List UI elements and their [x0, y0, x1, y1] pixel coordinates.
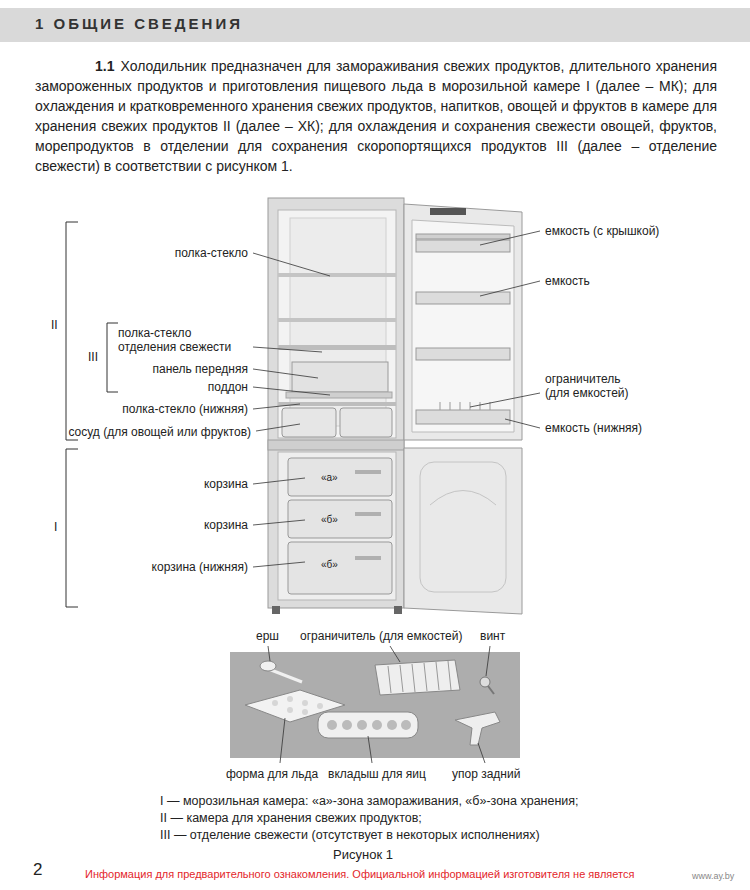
section-numeral: I — [54, 520, 57, 534]
part-label: полка-стекло отделения свежести — [118, 326, 248, 355]
zone-mark: «а» — [321, 472, 338, 484]
part-label: емкость (нижняя) — [545, 421, 642, 435]
accessory-label: ерш — [256, 629, 279, 643]
part-label: корзина — [204, 518, 248, 532]
figure-caption: Рисунок 1 — [263, 847, 463, 863]
accessory-label: форма для льда — [226, 767, 318, 781]
bracket — [66, 222, 118, 607]
clause-number: 1.1 — [95, 58, 114, 74]
accessory-label: упор задний — [452, 767, 520, 781]
paragraph-text: Холодильник предназначен для замораживан… — [35, 58, 717, 174]
accessory-label: винт — [480, 629, 505, 643]
part-label: поддон — [208, 380, 248, 394]
leader-line — [253, 231, 540, 763]
part-label: корзина (нижняя) — [152, 560, 248, 574]
paragraph: 1.1Холодильник предназначен для заморажи… — [35, 56, 717, 176]
part-label: емкость — [545, 274, 590, 288]
section-numeral: II — [51, 318, 58, 332]
legend-line: I — морозильная камера: «а»-зона замораж… — [160, 794, 579, 809]
part-label: полка-стекло — [175, 246, 248, 260]
part-label: емкость (с крышкой) — [545, 224, 659, 238]
header-band — [0, 8, 750, 42]
legend-line: II — камера для хранения свежих продукто… — [160, 811, 422, 826]
fridge-door — [404, 204, 522, 614]
accessory-label: ограничитель (для емкостей) — [300, 629, 462, 643]
part-label: сосуд (для овощей или фруктов) — [68, 425, 251, 439]
part-label: полка-стекло (нижняя) — [122, 402, 248, 416]
part-label: корзина — [204, 477, 248, 491]
legend-line: III — отделение свежести (отсутствует в … — [160, 828, 540, 843]
zone-mark: «б» — [321, 559, 338, 571]
section-heading: 1 ОБЩИЕ СВЕДЕНИЯ — [35, 15, 243, 33]
page-number: 2 — [33, 860, 42, 880]
part-label: ограничитель (для емкостей) — [545, 372, 645, 401]
accessory-label: вкладыш для яиц — [328, 767, 426, 781]
accessories-photo — [230, 652, 520, 758]
part-label: панель передняя — [152, 362, 248, 376]
watermark: www.ay.by — [692, 871, 734, 882]
section-numeral: III — [88, 350, 98, 364]
zone-mark: «б» — [321, 514, 338, 526]
footer-note: Информация для предварительного ознакомл… — [85, 868, 634, 881]
fridge-body — [268, 198, 404, 614]
